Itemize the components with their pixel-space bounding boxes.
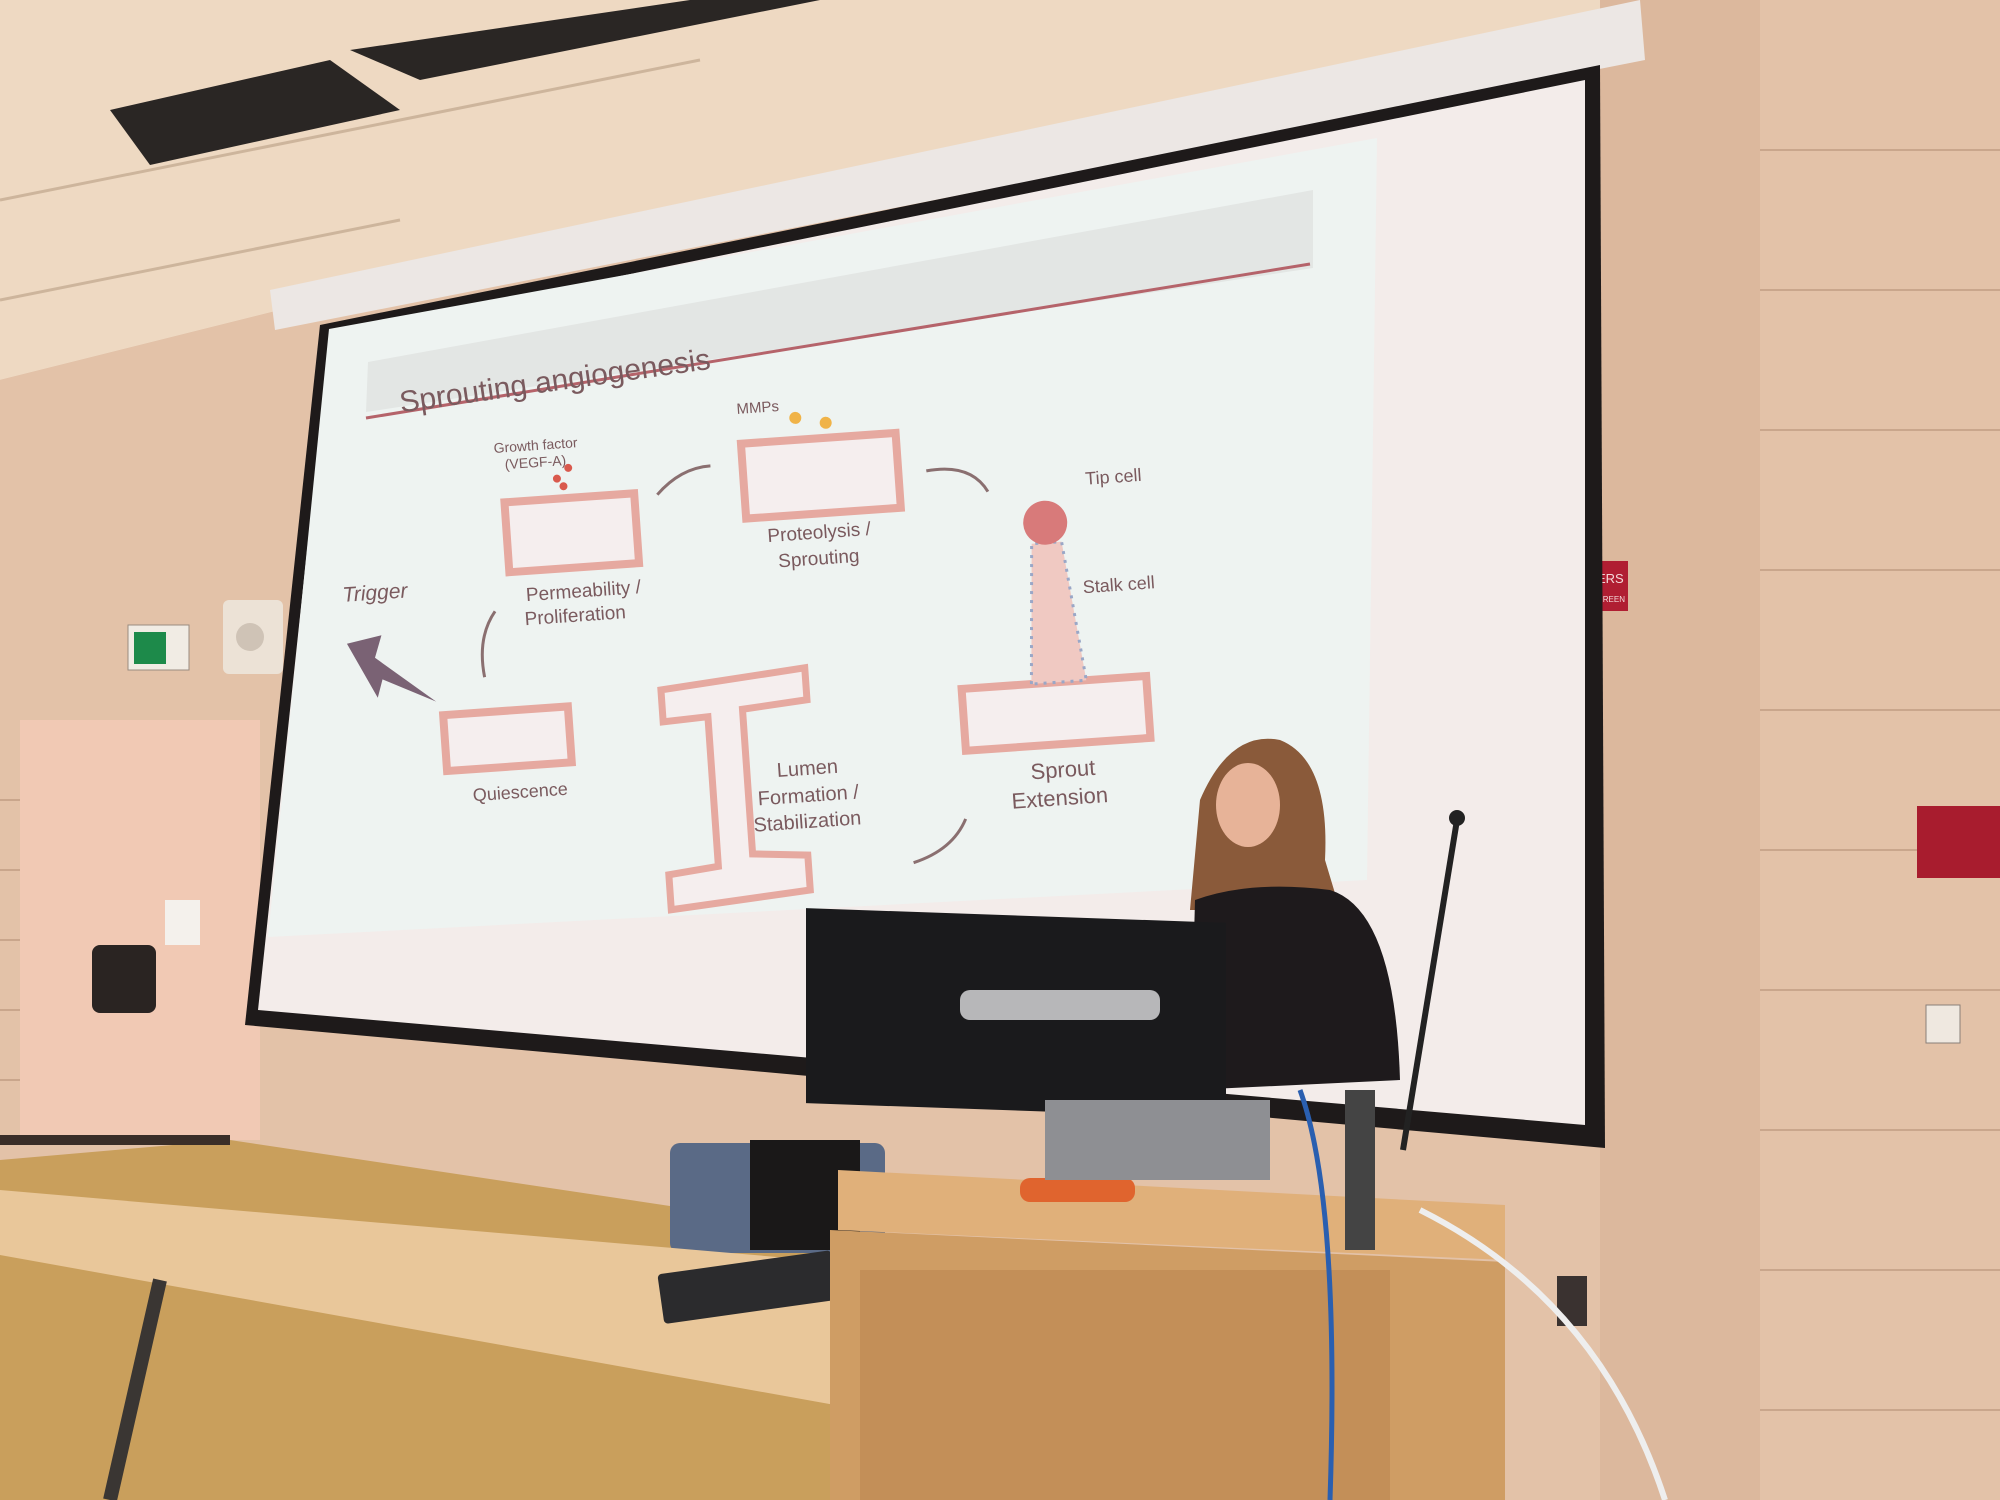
mmps-label: MMPs xyxy=(736,398,780,418)
ceiling-grid xyxy=(0,58,701,202)
screen-housing xyxy=(270,0,1645,330)
arrow-sprout-to-lumen xyxy=(913,818,968,865)
arrow-proteolysis-to-sprout xyxy=(926,467,990,493)
slide-title-underline xyxy=(365,262,1311,420)
growth-factor-dot xyxy=(552,474,561,483)
mmp-enzyme-icon xyxy=(789,411,802,424)
ceiling xyxy=(0,0,2000,380)
growth-factor-dot xyxy=(559,482,568,491)
arrow-quiescence-to-permeability xyxy=(480,610,497,678)
laptop xyxy=(1045,1100,1270,1180)
lightning-icon xyxy=(346,635,437,702)
orange-device xyxy=(1020,1178,1135,1202)
table-top xyxy=(0,1190,835,1405)
podium-top xyxy=(838,1170,1505,1260)
microphone-stand xyxy=(1400,819,1460,1151)
cable-white xyxy=(1418,1207,1668,1500)
table-leg xyxy=(103,1278,167,1500)
monitor-arm-post xyxy=(1345,1090,1375,1250)
ceiling-vent xyxy=(110,60,400,165)
ceiling-vent xyxy=(350,0,820,80)
red-sign-line1: ERS xyxy=(1597,571,1624,586)
hand-sanitizer xyxy=(165,900,200,945)
trash-bin xyxy=(92,945,156,1013)
presenter-body xyxy=(1190,886,1400,1090)
tip-cell-label: Tip cell xyxy=(1085,465,1143,489)
stage-sprout-line1: Sprout xyxy=(1030,755,1096,784)
cable-blue xyxy=(1297,1089,1335,1500)
doorway xyxy=(20,720,260,1140)
brick-pillar xyxy=(1600,0,1760,1500)
vegf-label: (VEGF-A) xyxy=(504,452,566,472)
vessel-permeability xyxy=(500,489,644,577)
tip-cell-shape xyxy=(1023,500,1068,545)
microphone-icon xyxy=(1449,810,1465,826)
vessel-proteolysis xyxy=(736,428,906,523)
vessel-quiescence xyxy=(438,702,577,776)
vessel-lumen xyxy=(657,663,814,914)
emergency-placard xyxy=(1917,806,2000,878)
ceiling-grid xyxy=(0,218,401,302)
arrow-permeability-to-proteolysis xyxy=(656,464,711,496)
slide-title-band xyxy=(366,190,1313,412)
wall-switch-plate xyxy=(1925,1004,1961,1044)
growth-factor-dot xyxy=(564,463,573,472)
exit-sign-icon xyxy=(134,632,166,664)
mmp-enzyme-icon xyxy=(819,416,832,429)
trigger-label: Trigger xyxy=(342,579,409,607)
podium-panel xyxy=(860,1270,1390,1500)
monitor-arm xyxy=(960,990,1160,1020)
red-sign-line2: CREEN xyxy=(1597,595,1625,604)
keyboard xyxy=(657,1250,838,1324)
presenter-face xyxy=(1216,763,1280,847)
stage-lumen-line1: Lumen xyxy=(776,756,839,782)
stalk-cell-shape xyxy=(1029,540,1089,686)
speaker-grille-icon xyxy=(236,623,264,651)
growth-factor-label: Growth factor xyxy=(493,434,578,456)
baseboard xyxy=(0,1135,230,1145)
vessel-sprout-base xyxy=(957,671,1155,756)
